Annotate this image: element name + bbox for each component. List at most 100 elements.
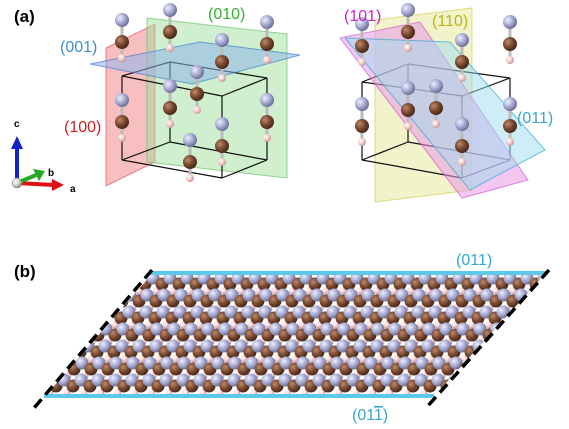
nitrogen-atom: [190, 65, 204, 79]
hydrogen-atom: [427, 355, 435, 363]
carbon-atom: [104, 277, 118, 291]
bond: [61, 309, 79, 327]
carbon-atom: [64, 294, 78, 308]
hydrogen-atom: [315, 321, 323, 329]
bond: [23, 328, 37, 342]
axis-origin: [11, 177, 23, 189]
axis-a-line: [16, 181, 55, 187]
hydrogen-atom: [218, 158, 226, 166]
hydrogen-atom: [46, 304, 52, 312]
right-atoms: [355, 3, 517, 166]
hydrogen-atom: [230, 321, 238, 329]
nitrogen-atom: [0, 374, 3, 387]
slab-right-edge: [424, 268, 551, 410]
nitrogen-atom: [71, 305, 85, 319]
nitrogen-atom: [163, 79, 177, 93]
hydrogen-atom: [274, 355, 282, 363]
hydrogen-atom: [152, 287, 160, 295]
hydrogen-atom: [118, 287, 126, 295]
nitrogen-atom: [112, 274, 126, 285]
hydrogen-atom: [54, 338, 62, 346]
hydrogen-atom: [218, 74, 226, 82]
hydrogen-atom: [495, 355, 503, 363]
hydrogen-atom: [390, 287, 398, 295]
hydrogen-atom: [342, 355, 350, 363]
hydrogen-atom: [373, 287, 381, 295]
bond: [520, 309, 538, 327]
hydrogen-atom: [543, 287, 545, 295]
bond: [0, 379, 12, 393]
axis-a-label: a: [70, 184, 76, 195]
nitrogen-atom: [483, 356, 497, 370]
hydrogen-atom: [471, 389, 479, 395]
hydrogen-atom: [84, 287, 92, 295]
hydrogen-atom: [60, 321, 68, 329]
hydrogen-atom: [332, 321, 340, 329]
bond: [46, 292, 63, 310]
hydrogen-atom: [263, 134, 271, 142]
hydrogen-atom: [458, 158, 466, 166]
hydrogen-atom: [162, 321, 170, 329]
label-slab-bottom-bar-digit: 1: [374, 407, 383, 424]
left-atoms: [115, 3, 274, 182]
hydrogen-atom: [383, 321, 391, 329]
hydrogen-atom: [179, 321, 187, 329]
carbon-atom: [457, 379, 471, 393]
hydrogen-atom: [111, 321, 119, 329]
nitrogen-atom: [507, 322, 521, 336]
carbon-atom: [163, 25, 177, 39]
hydrogen-atom: [485, 321, 493, 329]
nitrogen-atom: [506, 339, 520, 353]
hydrogen-atom: [356, 287, 364, 295]
nitrogen-atom: [82, 322, 96, 336]
nitrogen-atom: [183, 133, 197, 147]
axis-c-arrow: [11, 136, 23, 149]
bond: [79, 292, 97, 310]
nitrogen-atom: [215, 117, 229, 131]
hydrogen-atom: [47, 372, 55, 380]
carbon-atom: [70, 277, 84, 291]
hydrogen-atom: [537, 304, 545, 312]
bond: [16, 362, 30, 376]
bond: [514, 326, 532, 344]
hydrogen-atom: [496, 338, 504, 346]
hydrogen-atom: [206, 355, 214, 363]
hydrogen-atom: [95, 304, 103, 312]
bond: [46, 343, 55, 361]
bond: [72, 326, 90, 344]
hydrogen-atom: [451, 321, 459, 329]
bond: [496, 343, 514, 361]
hydrogen-atom: [358, 138, 366, 146]
hydrogen-atom: [104, 355, 112, 363]
carbon-atom: [429, 101, 443, 115]
label-slab-top: (011): [456, 252, 492, 269]
hydrogen-atom: [240, 355, 248, 363]
hydrogen-atom: [27, 322, 34, 329]
carbon-atom: [260, 37, 274, 51]
hydrogen-atom: [444, 355, 452, 363]
nitrogen-atom: [54, 305, 68, 319]
carbon-atom: [481, 345, 495, 359]
nitrogen-atom: [489, 339, 503, 353]
hydrogen-atom: [193, 106, 201, 114]
nitrogen-atom: [95, 274, 109, 285]
hydrogen-atom: [145, 321, 153, 329]
label-110: (110): [432, 13, 468, 30]
carbon-atom: [115, 35, 129, 49]
carbon-atom: [355, 119, 369, 133]
hydrogen-atom: [223, 355, 231, 363]
nitrogen-atom: [25, 357, 38, 370]
nitrogen-atom: [48, 322, 62, 336]
hydrogen-atom: [458, 287, 466, 295]
hydrogen-atom: [118, 54, 126, 62]
hydrogen-atom: [393, 355, 401, 363]
carbon-atom: [474, 379, 488, 393]
nitrogen-atom: [482, 373, 496, 387]
bond: [46, 377, 48, 395]
nitrogen-atom: [46, 356, 55, 370]
nitrogen-atom: [555, 272, 568, 285]
nitrogen-atom: [215, 33, 229, 47]
carbon-atom: [98, 294, 112, 308]
hydrogen-atom: [308, 355, 316, 363]
bond: [5, 345, 19, 359]
